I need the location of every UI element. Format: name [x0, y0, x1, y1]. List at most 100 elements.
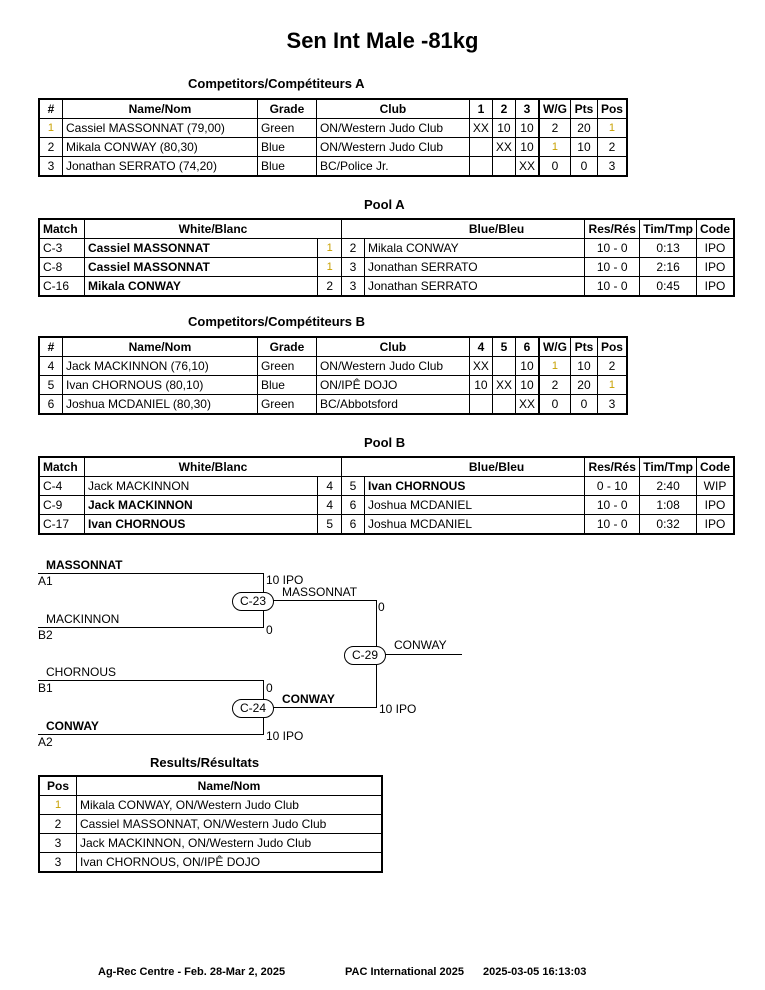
cell: 5 — [341, 476, 365, 496]
pool-a-caption: Pool A — [364, 197, 405, 212]
footer-timestamp: 2025-03-05 16:13:03 — [483, 966, 587, 978]
cell: XX — [514, 156, 540, 177]
cell: 6 — [341, 514, 365, 535]
bracket-line — [38, 573, 264, 574]
cell: ON/Western Judo Club — [315, 118, 470, 138]
col-header: Pos — [596, 336, 628, 357]
col-header: Club — [315, 98, 470, 119]
cell: C-3 — [38, 238, 85, 258]
cell: 6 — [38, 394, 63, 415]
table-row: C-17 Ivan CHORNOUS 5 6 Joshua MCDANIEL 1… — [38, 514, 735, 535]
col-header: Name/Nom — [61, 98, 258, 119]
cell: 10 - 0 — [584, 276, 641, 297]
match-c29-badge: C-29 — [344, 646, 386, 665]
cell: ON/Western Judo Club — [315, 356, 470, 376]
table-header-row: # Name/Nom Grade Club 1 2 3 W/G Pts Pos — [38, 98, 628, 119]
bracket-sf2-bot-score: 10 IPO — [266, 729, 304, 743]
pool-b-table: Match White/Blanc Blue/Bleu Res/Rés Tim/… — [38, 456, 735, 535]
cell: 20 — [569, 118, 598, 138]
cell: IPO — [696, 514, 735, 535]
cell: Green — [256, 118, 317, 138]
cell: Joshua MCDANIEL — [363, 514, 586, 535]
cell: XX — [468, 356, 493, 376]
cell: 6 — [341, 495, 365, 515]
cell: 1 — [317, 238, 342, 258]
table-row: 5 Ivan CHORNOUS (80,10) Blue ON/IPÊ DOJO… — [38, 375, 628, 395]
cell: IPO — [696, 257, 735, 277]
cell: 0:32 — [639, 514, 697, 535]
cell: 2 — [537, 375, 571, 395]
col-header: Pos — [38, 775, 77, 796]
bracket-sf1-bot-seed: B2 — [38, 628, 53, 642]
cell: 1 — [596, 118, 628, 138]
cell: 2 — [596, 356, 628, 376]
cell: 3 — [38, 833, 77, 853]
cell — [468, 156, 493, 177]
cell: Blue — [256, 137, 317, 157]
cell: 4 — [317, 476, 342, 496]
col-header: Club — [315, 336, 470, 357]
cell: 3 — [38, 852, 77, 873]
cell: 0 — [569, 394, 598, 415]
cell: Jack MACKINNON — [83, 476, 319, 496]
col-header: Pts — [569, 98, 598, 119]
results-caption: Results/Résultats — [150, 755, 260, 770]
page-title: Sen Int Male -81kg — [286, 28, 479, 53]
table-row: 3 Jonathan SERRATO (74,20) Blue BC/Polic… — [38, 156, 628, 177]
cell: 4 — [317, 495, 342, 515]
table-row: 2 Mikala CONWAY (80,30) Blue ON/Western … — [38, 137, 628, 157]
cell: Mikala CONWAY — [83, 276, 319, 297]
cell: 2 — [341, 238, 365, 258]
cell: C-4 — [38, 476, 85, 496]
cell: 10 - 0 — [584, 495, 641, 515]
col-header: Match — [38, 456, 85, 477]
table-header-row: # Name/Nom Grade Club 4 5 6 W/G Pts Pos — [38, 336, 628, 357]
bracket-line — [38, 734, 264, 735]
cell: Green — [256, 394, 317, 415]
col-header: 2 — [491, 98, 516, 119]
cell: Mikala CONWAY (80,30) — [61, 137, 258, 157]
cell: 10 - 0 — [584, 257, 641, 277]
cell: ON/IPÊ DOJO — [315, 375, 470, 395]
bracket-champion: CONWAY — [394, 638, 447, 652]
footer-venue: Ag-Rec Centre - Feb. 28-Mar 2, 2025 — [98, 966, 286, 978]
cell: 3 — [341, 276, 365, 297]
cell: XX — [514, 394, 540, 415]
col-header: Grade — [256, 336, 317, 357]
table-row: C-16 Mikala CONWAY 2 3 Jonathan SERRATO … — [38, 276, 735, 297]
cell: Cassiel MASSONNAT — [83, 238, 319, 258]
cell: 4 — [38, 356, 63, 376]
bracket-line — [263, 600, 377, 601]
cell: Jonathan SERRATO — [363, 276, 586, 297]
cell: 2 — [38, 137, 63, 157]
competitors-a-table: # Name/Nom Grade Club 1 2 3 W/G Pts Pos … — [38, 98, 628, 177]
bracket-line — [38, 627, 264, 628]
cell: C-17 — [38, 514, 85, 535]
col-header: Code — [696, 218, 735, 239]
col-header: Pts — [569, 336, 598, 357]
col-header: 6 — [514, 336, 540, 357]
col-header: W/G — [537, 336, 571, 357]
cell — [468, 137, 493, 157]
bracket-sf2-bot-seed: A2 — [38, 735, 53, 749]
cell: C-9 — [38, 495, 85, 515]
cell: 10 — [569, 137, 598, 157]
cell: Ivan CHORNOUS, ON/IPÊ DOJO — [76, 852, 383, 873]
competitors-b-table: # Name/Nom Grade Club 4 5 6 W/G Pts Pos … — [38, 336, 628, 415]
competitors-a-caption: Competitors/Compétiteurs A — [188, 76, 365, 91]
bracket-line — [376, 654, 462, 655]
results-table: Pos Name/Nom 1 Mikala CONWAY, ON/Western… — [38, 775, 383, 873]
cell: 3 — [38, 156, 63, 177]
table-header-row: Match White/Blanc Blue/Bleu Res/Rés Tim/… — [38, 456, 735, 477]
table-row: 2 Cassiel MASSONNAT, ON/Western Judo Clu… — [38, 814, 383, 834]
cell: 2 — [317, 276, 342, 297]
cell: Mikala CONWAY, ON/Western Judo Club — [76, 795, 383, 815]
col-header: 4 — [468, 336, 493, 357]
bracket-sf2-top-seed: B1 — [38, 681, 53, 695]
cell: 0:13 — [639, 238, 697, 258]
cell: Jonathan SERRATO (74,20) — [61, 156, 258, 177]
cell: Green — [256, 356, 317, 376]
table-row: 1 Cassiel MASSONNAT (79,00) Green ON/Wes… — [38, 118, 628, 138]
col-header: Grade — [256, 98, 317, 119]
bracket-sf1-bot-name: MACKINNON — [46, 612, 120, 626]
